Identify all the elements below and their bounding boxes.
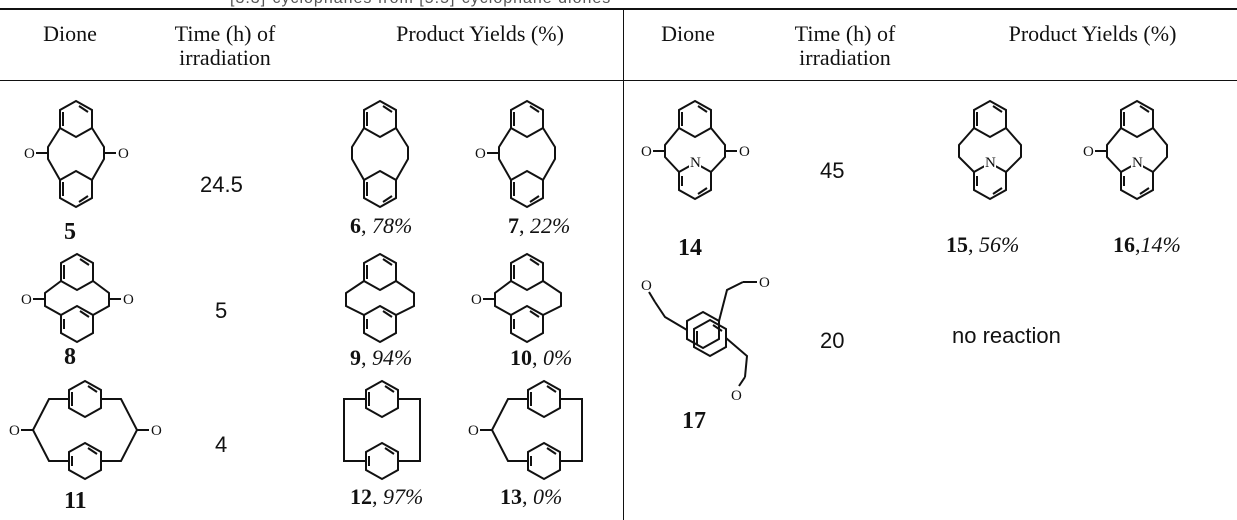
product-label-12: 12, 97% (350, 484, 424, 509)
svg-text:O: O (468, 423, 479, 439)
svg-text:N: N (690, 155, 701, 171)
structure-product-9 (345, 252, 415, 344)
svg-text:N: N (985, 155, 996, 171)
product-label-7: 7, 22% (508, 213, 571, 238)
product-label-15: 15, 56% (946, 232, 1020, 257)
structure-product-13: O (468, 379, 583, 481)
table-column-divider (623, 8, 624, 520)
dione-label: 8 (64, 344, 76, 370)
irradiation-time: 4 (215, 432, 228, 457)
structure-dione-11: O O (9, 379, 162, 481)
svg-text:O: O (641, 278, 652, 294)
dione-label: 11 (64, 488, 87, 514)
structure-product-12 (343, 379, 421, 481)
structure-product-16: N O (1083, 99, 1168, 201)
irradiation-time: 24.5 (200, 172, 243, 197)
product-label-6: 6, 78% (350, 213, 413, 238)
svg-text:N: N (1132, 155, 1143, 171)
irradiation-time: 20 (820, 328, 845, 353)
svg-text:O: O (1083, 144, 1094, 160)
svg-text:O: O (471, 292, 482, 308)
svg-text:O: O (123, 292, 134, 308)
product-label-13: 13, 0% (500, 484, 563, 509)
table-top-rule (0, 8, 1237, 10)
left-header-time: Time (h) of irradiation (174, 21, 276, 70)
dione-label: 5 (64, 219, 76, 245)
structure-product-6 (351, 99, 409, 209)
svg-text:O: O (21, 292, 32, 308)
svg-text:O: O (24, 146, 35, 162)
left-header-yields: Product Yields (%) (396, 21, 564, 46)
dione-label: 14 (678, 235, 702, 261)
table-caption: [3.3]-cyclophanes from [5.5]-cyclophane … (230, 0, 611, 8)
right-header-dione: Dione (661, 21, 715, 46)
right-header-time: Time (h) of irradiation (794, 21, 896, 70)
right-header-yields: Product Yields (%) (1008, 21, 1177, 46)
product-label-9: 9, 94% (350, 345, 413, 370)
svg-text:O: O (9, 423, 20, 439)
structure-dione-8: O O (21, 252, 134, 344)
svg-text:O: O (151, 423, 162, 439)
structure-dione-5: O O (24, 99, 129, 209)
structure-product-7: O (475, 99, 556, 209)
header-bottom-rule (0, 80, 1237, 81)
product-label-10: 10, 0% (510, 345, 573, 370)
dione-label: 17 (682, 408, 706, 434)
structure-product-10: O (471, 252, 562, 344)
structure-dione-14: N O O (641, 99, 750, 201)
svg-text:O: O (475, 146, 486, 162)
left-header-dione: Dione (43, 21, 97, 46)
irradiation-time: 45 (820, 158, 845, 183)
svg-text:O: O (118, 146, 129, 162)
no-reaction-note: no reaction (952, 323, 1061, 348)
svg-text:O: O (731, 388, 742, 404)
svg-text:O: O (759, 275, 770, 291)
product-label-16: 16,14% (1113, 232, 1181, 257)
svg-text:O: O (641, 144, 652, 160)
structure-product-15: N (958, 99, 1022, 201)
structure-dione-17: O O O (641, 275, 770, 404)
svg-text:O: O (739, 144, 750, 160)
irradiation-time: 5 (215, 298, 228, 323)
